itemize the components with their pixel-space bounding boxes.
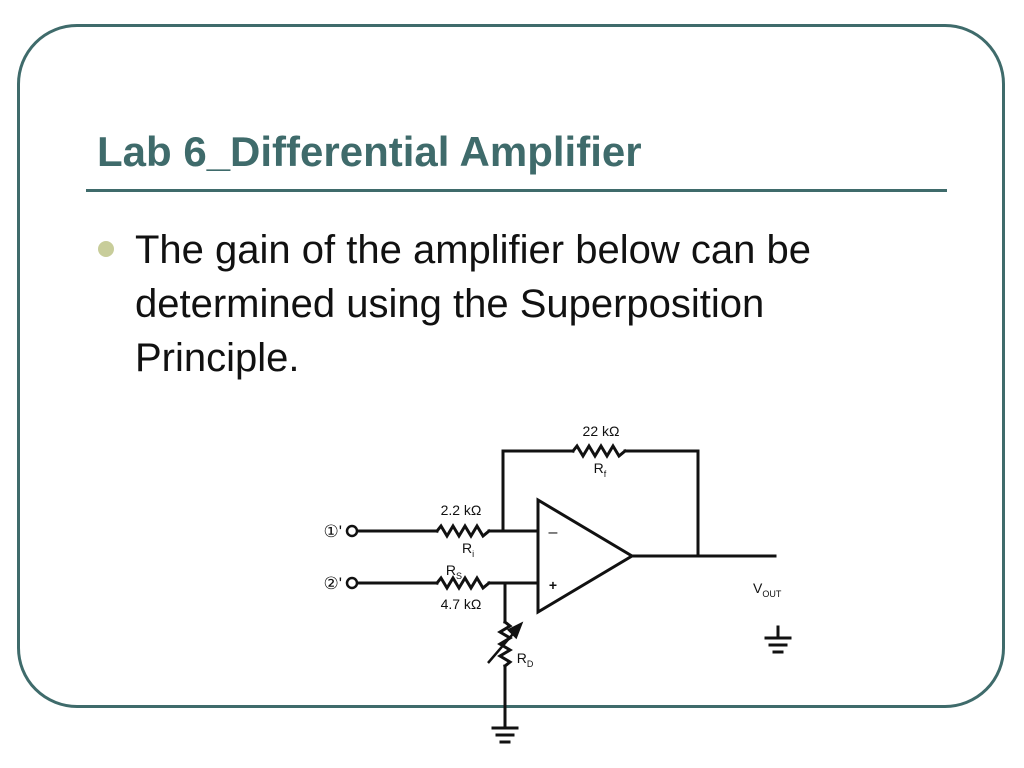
rd-resistor bbox=[497, 619, 513, 669]
rs-value-label: 4.7 kΩ bbox=[441, 596, 482, 612]
slide-frame bbox=[17, 24, 1005, 708]
ri-value-label: 2.2 kΩ bbox=[441, 502, 482, 518]
inverting-sign: – bbox=[549, 524, 558, 541]
ri-resistor bbox=[434, 523, 492, 539]
noninverting-sign: + bbox=[549, 577, 557, 593]
input1-label: ①' bbox=[324, 522, 343, 541]
input2-label: ②' bbox=[324, 574, 343, 593]
rf-resistor bbox=[570, 443, 628, 459]
slide-title: Lab 6_Differential Amplifier bbox=[97, 128, 642, 175]
rs-resistor bbox=[434, 575, 492, 591]
rf-value-label: 22 kΩ bbox=[583, 423, 620, 439]
rf-name-label: Rf bbox=[594, 460, 607, 479]
rd-variable-arrow-head bbox=[506, 621, 524, 640]
vout-label: VOUT bbox=[753, 580, 782, 599]
input2-terminal bbox=[345, 576, 359, 590]
input1-terminal bbox=[345, 524, 359, 538]
title-underline bbox=[86, 189, 947, 192]
rs-name-label: RS bbox=[446, 562, 462, 581]
bullet-dot-icon bbox=[98, 241, 114, 257]
op-amp-triangle bbox=[536, 497, 635, 615]
ri-name-label: Ri bbox=[462, 540, 474, 559]
rd-name-label: RD bbox=[517, 650, 534, 669]
bullet-text: The gain of the amplifier below can be d… bbox=[135, 228, 811, 380]
